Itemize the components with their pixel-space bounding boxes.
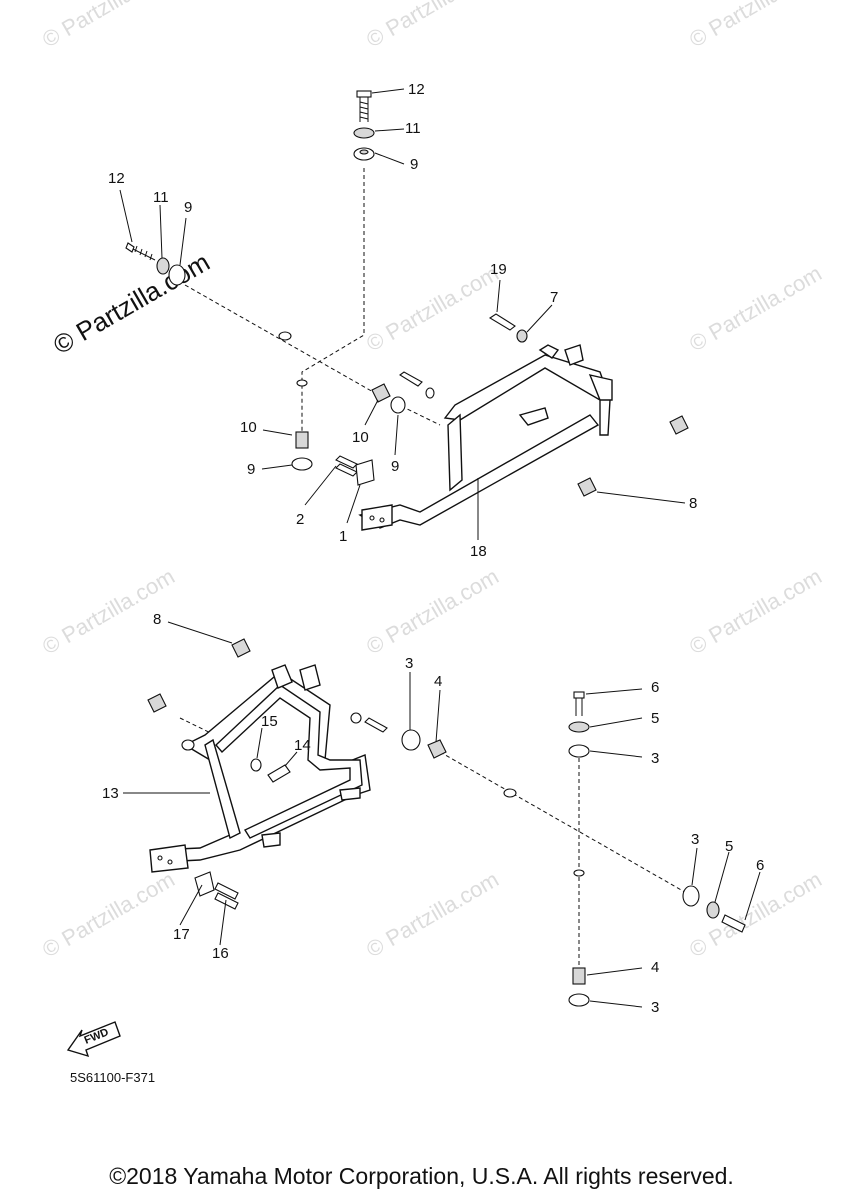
grommet-3-top — [568, 744, 590, 758]
svg-text:© Partzilla.com: © Partzilla.com — [685, 0, 826, 52]
assembly-line-top — [301, 168, 365, 432]
svg-text:© Partzilla.com: © Partzilla.com — [362, 0, 503, 52]
svg-text:© Partzilla.com: © Partzilla.com — [685, 564, 826, 660]
axis-marker — [296, 379, 308, 387]
svg-text:© Partzilla.com: © Partzilla.com — [362, 867, 503, 963]
washer-5-top — [568, 721, 590, 733]
callout-10-left: 10 — [240, 419, 257, 436]
axis-marker — [278, 331, 292, 341]
callout-5-right: 5 — [725, 838, 733, 855]
collar-8-left — [147, 693, 167, 713]
callout-13: 13 — [102, 785, 119, 802]
callout-11-left: 11 — [153, 189, 169, 206]
washer-5-right — [706, 901, 720, 919]
diagram-code: 5S61100-F371 — [70, 1070, 156, 1085]
callout-18: 18 — [470, 543, 487, 560]
screw-thread — [359, 97, 369, 122]
callout-16: 16 — [212, 945, 229, 962]
grommet-9-left — [291, 457, 313, 471]
svg-text:© Partzilla.com: © Partzilla.com — [685, 867, 826, 963]
callout-9-top: 9 — [410, 156, 418, 173]
top-fastener-stack — [353, 90, 375, 161]
grommet-3 — [401, 729, 421, 751]
svg-text:© Partzilla.com: © Partzilla.com — [38, 867, 179, 963]
bolt — [364, 717, 388, 733]
bolt-2 — [335, 455, 358, 477]
screw-thread — [132, 245, 156, 261]
callout-8-upper: 8 — [689, 495, 697, 512]
callout-1: 1 — [339, 528, 347, 545]
collar-8-right — [669, 415, 689, 435]
grommet-9 — [390, 396, 406, 414]
callout-3-bottom: 3 — [651, 999, 659, 1016]
collar-8-lower — [231, 638, 251, 658]
callout-9-left-lower: 9 — [247, 461, 255, 478]
axis-marker — [503, 788, 517, 798]
callout-12-left: 12 — [108, 170, 125, 187]
leader-lines-upper — [119, 88, 686, 540]
callout-9-mid: 9 — [391, 458, 399, 475]
callout-8-lower: 8 — [153, 611, 161, 628]
left-fastener-stack — [125, 242, 186, 286]
grommet — [168, 264, 186, 286]
callout-17: 17 — [173, 926, 190, 943]
screw-head — [125, 242, 135, 253]
callout-2: 2 — [296, 511, 304, 528]
callout-11-top: 11 — [405, 120, 421, 137]
grommet-3-bottom — [568, 993, 590, 1007]
washer — [350, 712, 362, 724]
copyright-notice: ©2018 Yamaha Motor Corporation, U.S.A. A… — [109, 1163, 734, 1189]
svg-text:© Partzilla.com: © Partzilla.com — [38, 0, 179, 52]
upper-bracket-frame — [358, 344, 613, 531]
watermark-prominent: © Partzilla.com — [48, 247, 215, 361]
watermark-group: © Partzilla.com © Partzilla.com © Partzi… — [38, 0, 826, 962]
bolt — [399, 371, 423, 387]
callout-9-left: 9 — [184, 199, 192, 216]
callout-10-mid: 10 — [352, 429, 369, 446]
collar-10-left — [295, 431, 309, 449]
washer — [425, 387, 435, 399]
callout-4-bottom: 4 — [651, 959, 659, 976]
collar-8-upper — [577, 477, 597, 497]
fwd-arrow-icon: FWD — [66, 1021, 121, 1058]
assembly-line-lower — [179, 717, 691, 896]
plate-1 — [355, 459, 375, 486]
collar-10 — [371, 383, 391, 403]
callout-12-top: 12 — [408, 81, 425, 98]
callout-labels: 12 11 9 12 11 9 19 7 10 9 10 9 2 1 18 8 … — [102, 81, 764, 1016]
screw-head — [356, 90, 372, 98]
callout-5-top: 5 — [651, 710, 659, 727]
svg-text:© Partzilla.com: © Partzilla.com — [362, 564, 503, 660]
callout-3-right: 3 — [691, 831, 699, 848]
svg-text:© Partzilla.com: © Partzilla.com — [362, 261, 503, 357]
callout-6-right: 6 — [756, 857, 764, 874]
washer-7 — [516, 329, 528, 343]
collar-4 — [427, 739, 447, 759]
upper-small-parts — [291, 313, 689, 497]
callout-15: 15 — [261, 713, 278, 730]
bolt-16 — [214, 882, 239, 910]
bolt-19 — [488, 313, 516, 331]
callout-19: 19 — [490, 261, 507, 278]
leader-lines-lower — [123, 621, 761, 1008]
axis-marker — [573, 869, 585, 877]
callout-3-top: 3 — [651, 750, 659, 767]
svg-text:© Partzilla.com: © Partzilla.com — [685, 261, 826, 357]
washer — [156, 257, 170, 275]
screw-6-top — [573, 691, 585, 699]
washer — [353, 127, 375, 139]
lower-bracket-frame — [149, 664, 371, 873]
callout-4-mid: 4 — [434, 673, 442, 690]
bolt-14 — [267, 764, 291, 783]
callout-14: 14 — [294, 737, 311, 754]
callout-3-mid: 3 — [405, 655, 413, 672]
screw-6-right — [721, 914, 746, 933]
callout-6-top: 6 — [651, 679, 659, 696]
grommet-3-right — [682, 885, 700, 907]
callout-7: 7 — [550, 289, 558, 306]
washer-15 — [250, 758, 262, 772]
collar-4-bottom — [572, 967, 586, 985]
